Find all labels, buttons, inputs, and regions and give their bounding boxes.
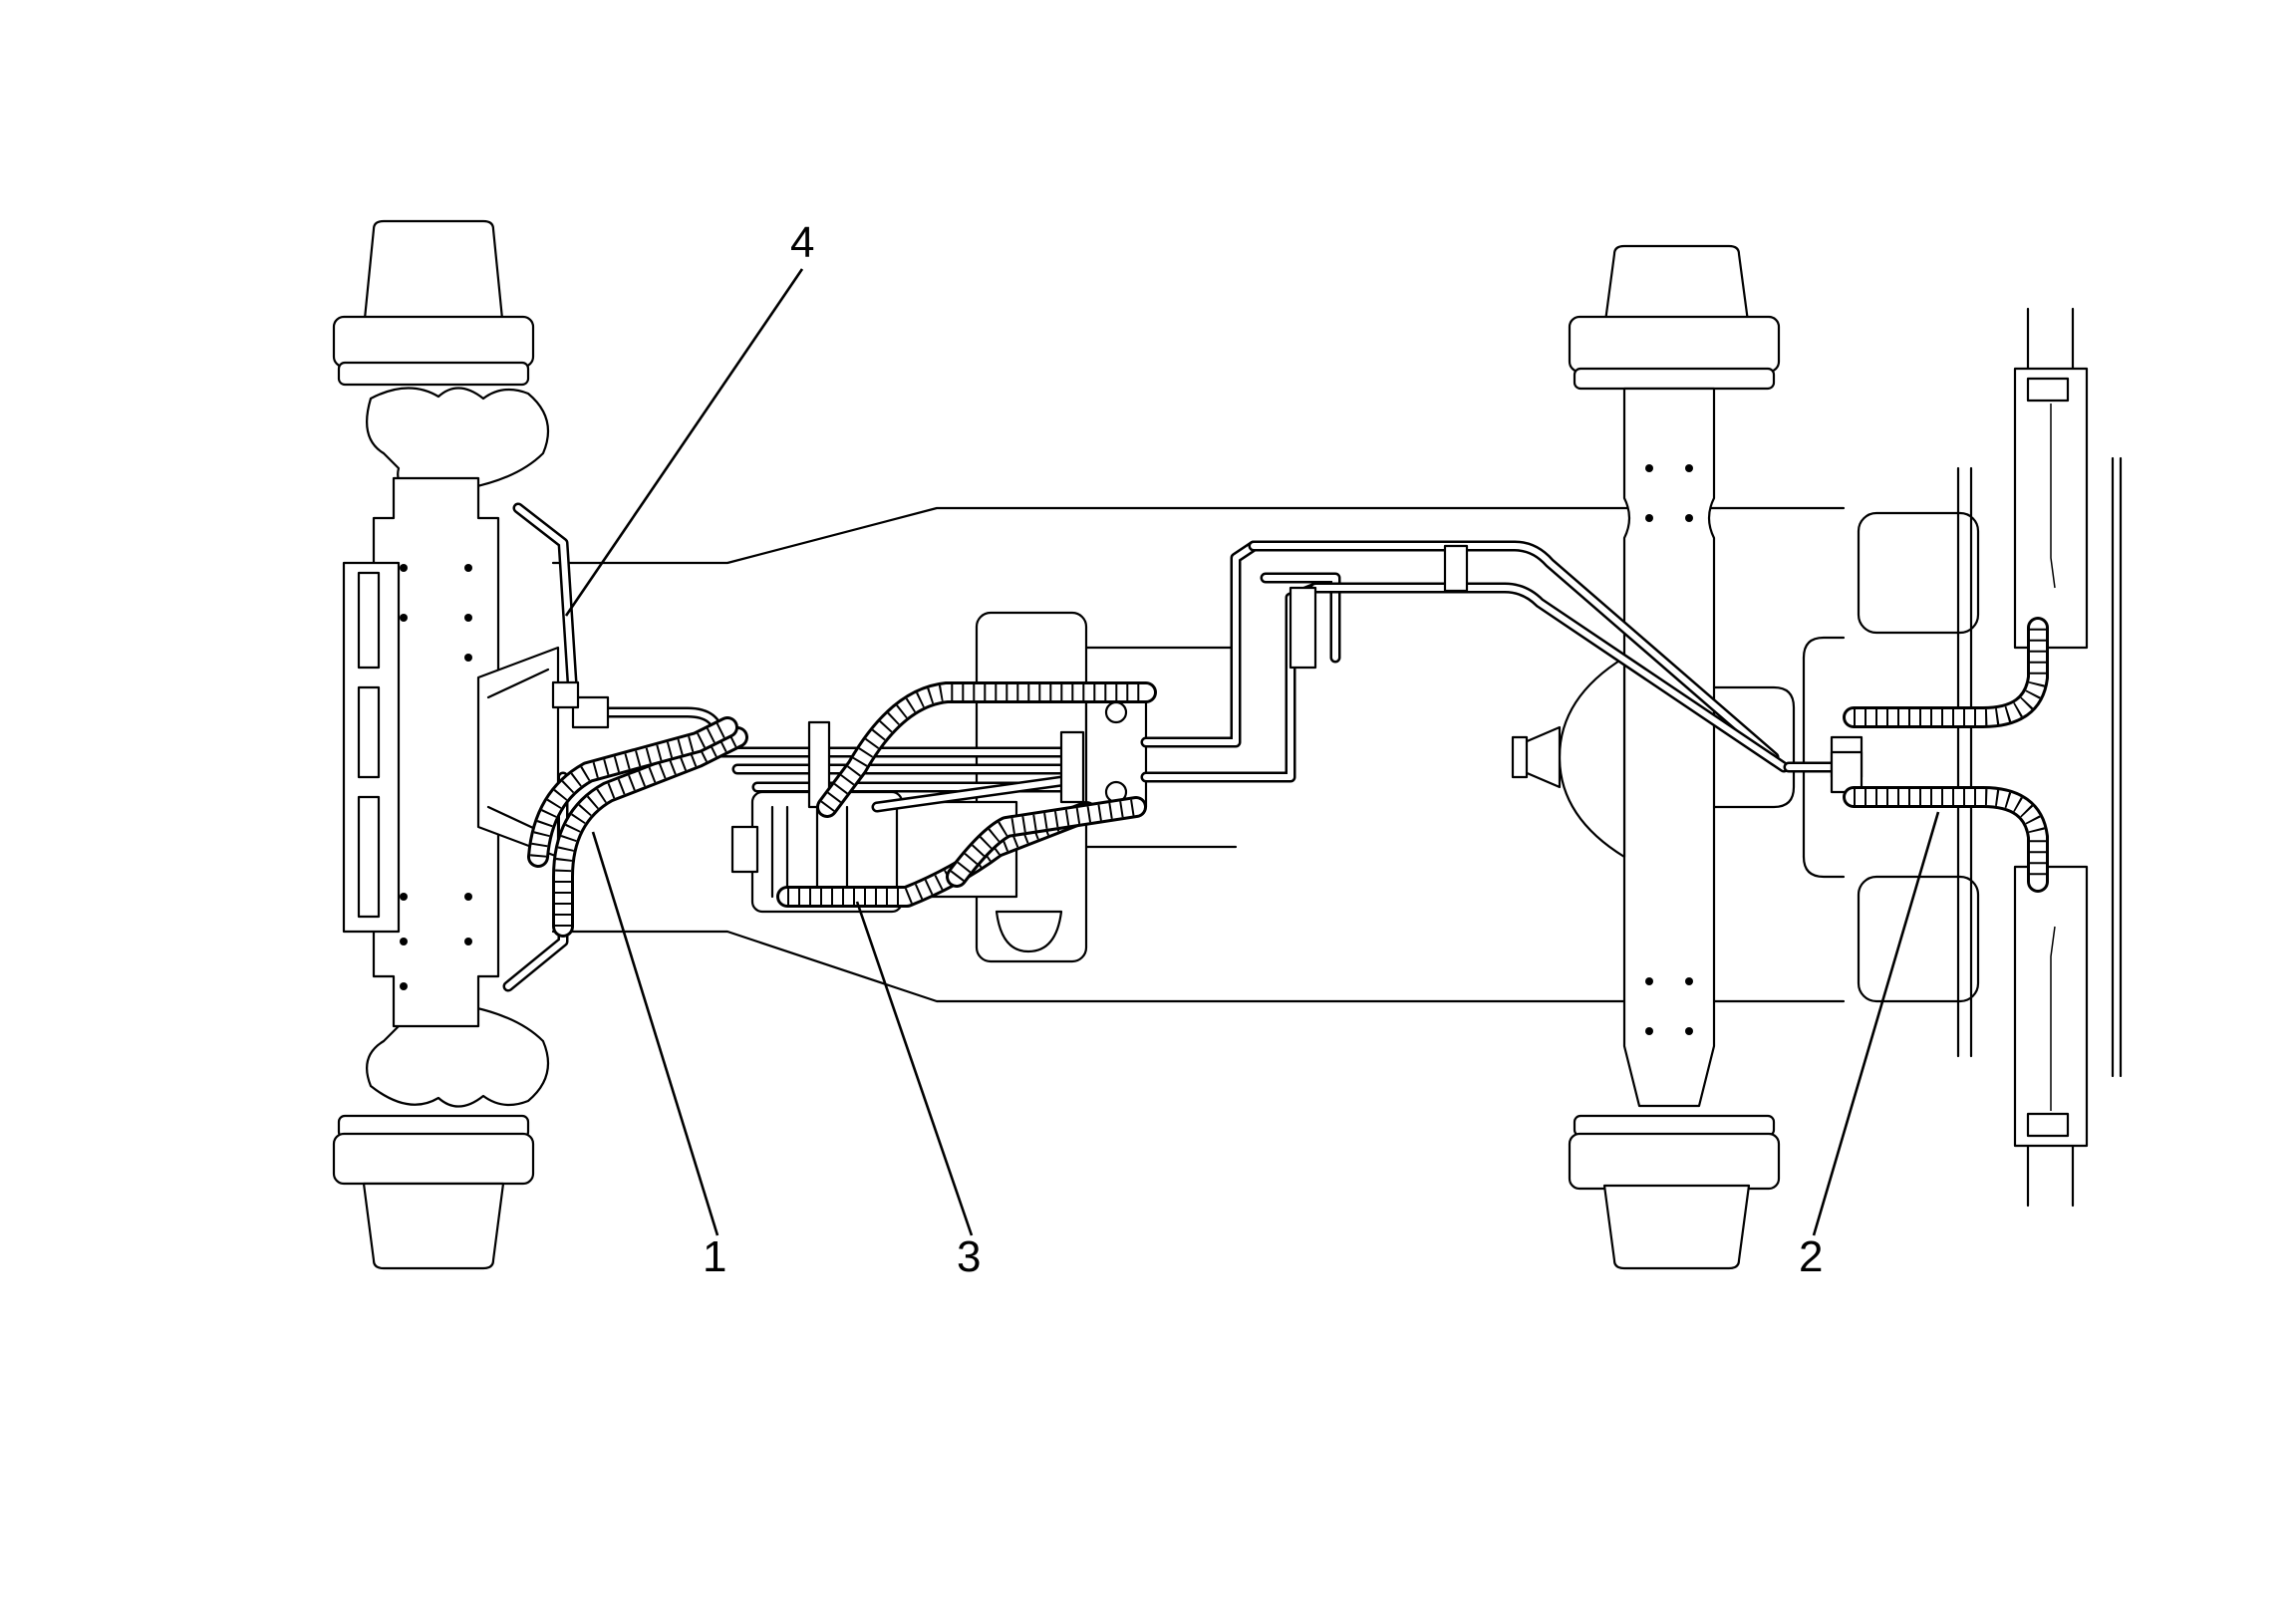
leader-lines [564, 268, 1940, 1236]
chassis-frame [551, 456, 2123, 1078]
front-axle [332, 219, 560, 1270]
rear-axle [1511, 244, 1796, 1270]
hydraulic-pipes [502, 502, 1864, 992]
callout-4: 4 [790, 218, 815, 267]
braided-hoses [527, 617, 2049, 938]
callout-1: 1 [703, 1232, 727, 1281]
rear-brake-cylinders [2013, 307, 2089, 1208]
callout-3: 3 [957, 1232, 982, 1281]
callout-2: 2 [1799, 1232, 1824, 1281]
